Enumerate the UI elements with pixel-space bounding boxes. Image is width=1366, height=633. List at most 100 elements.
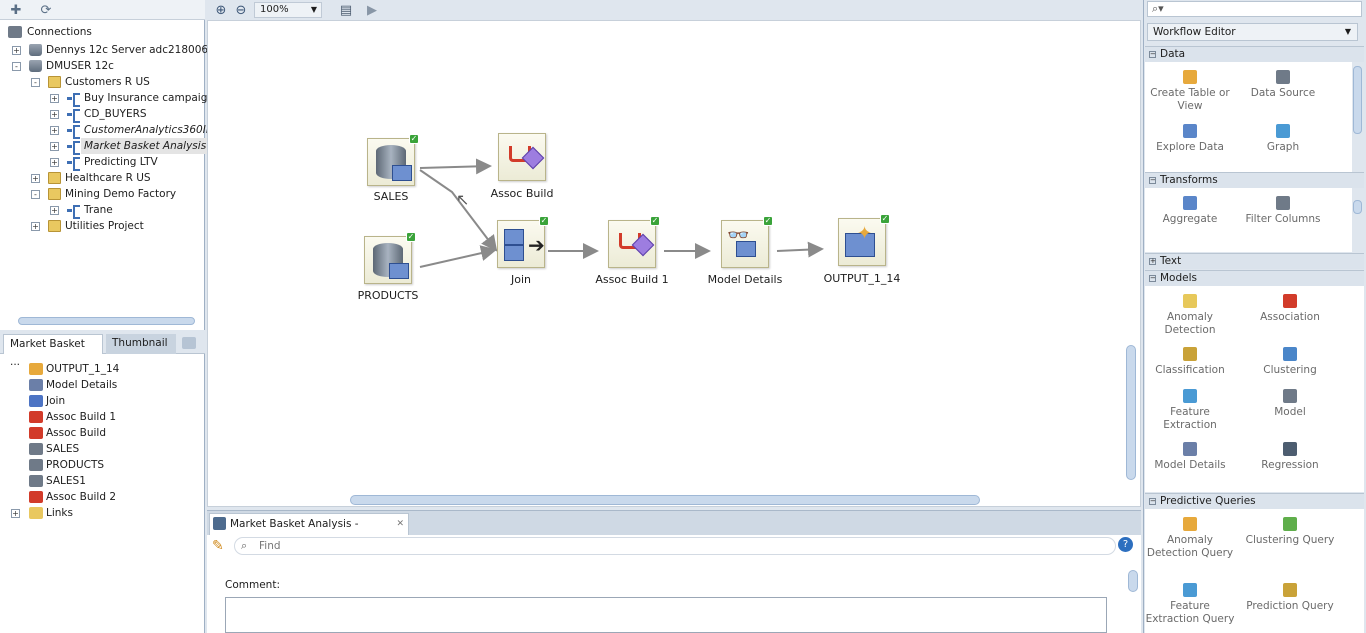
palette-item-clustering-query[interactable]: Clustering Query	[1245, 517, 1335, 547]
node-join[interactable]: ➔ ✓	[497, 216, 549, 268]
outline-item[interactable]: SALES1	[0, 473, 205, 489]
outline-item[interactable]: SALES	[0, 441, 205, 457]
connections-horizontal-scrollbar[interactable]	[18, 317, 195, 325]
palette-item-data-source[interactable]: Data Source	[1238, 70, 1328, 100]
expand-icon[interactable]: +	[50, 110, 59, 119]
connections-tree-item[interactable]: +Healthcare R US	[0, 170, 205, 186]
palette-search-input[interactable]: ⌕▾	[1147, 1, 1362, 17]
connections-tree-item[interactable]: + Predicting LTV	[0, 154, 205, 171]
palette-item-explore-data[interactable]: Explore Data	[1145, 124, 1235, 154]
expand-icon[interactable]: +	[31, 174, 40, 183]
connections-tree-label: Predicting LTV	[84, 156, 158, 168]
connections-tree-item[interactable]: -DMUSER 12c	[0, 58, 205, 74]
properties-scrollbar[interactable]	[1128, 570, 1138, 592]
find-input[interactable]: ⌕ Find	[234, 537, 1116, 555]
mouse-cursor-icon: ↖	[456, 190, 470, 209]
collapse-icon[interactable]: -	[12, 62, 21, 71]
expand-icon[interactable]: +	[50, 94, 59, 103]
connections-tree-item[interactable]: -Mining Demo Factory	[0, 186, 205, 202]
section-transforms[interactable]: −Transforms	[1145, 172, 1364, 188]
add-connection-icon[interactable]: ✚	[10, 2, 22, 18]
link-model-details-output[interactable]	[776, 241, 824, 258]
palette-item-prediction-query[interactable]: Prediction Query	[1245, 583, 1335, 613]
palette-item-feature-extraction[interactable]: Feature Extraction	[1145, 389, 1235, 432]
help-icon[interactable]: ?	[1118, 537, 1133, 552]
tab-properties[interactable]: Market Basket Analysis - Properties ✕	[209, 513, 409, 550]
canvas-horizontal-scrollbar[interactable]	[350, 495, 980, 505]
table-icon	[392, 165, 412, 181]
section-predictive-queries[interactable]: −Predictive Queries	[1145, 493, 1364, 509]
link-sales-assoc-build[interactable]	[419, 158, 492, 175]
close-icon[interactable]: ✕	[396, 519, 404, 529]
workflow-icon	[67, 92, 80, 107]
minimize-icon[interactable]	[182, 337, 196, 349]
section-text[interactable]: +Text	[1145, 253, 1364, 269]
expand-icon[interactable]: +	[50, 158, 59, 167]
palette-item-anomaly-detection[interactable]: Anomaly Detection	[1145, 294, 1235, 337]
expand-icon[interactable]: +	[50, 126, 59, 135]
comment-textarea[interactable]	[225, 597, 1107, 633]
connections-tree-item[interactable]: +Dennys 12c Server adc2180066	[0, 42, 215, 58]
palette-item-regression[interactable]: Regression	[1245, 442, 1335, 472]
connections-tree-item[interactable]: +Trane	[0, 202, 205, 219]
node-assoc-build-1-label: Assoc Build 1	[595, 273, 669, 286]
palette-item-graph[interactable]: Graph	[1238, 124, 1328, 154]
tab-thumbnail[interactable]: Thumbnail	[106, 334, 176, 354]
node-products[interactable]: ✓	[364, 232, 416, 284]
connections-tree-item[interactable]: +Market Basket Analysis	[0, 138, 210, 155]
link-products-join[interactable]	[419, 245, 497, 268]
tab-market-basket[interactable]: Market Basket ...	[3, 334, 103, 368]
palette-item-model[interactable]: Model	[1245, 389, 1335, 419]
node-assoc-build-1[interactable]: ✓	[608, 216, 660, 268]
connections-tree-item[interactable]: +Utilities Project	[0, 218, 205, 234]
outline-item[interactable]: Assoc Build 2	[0, 489, 205, 505]
expand-icon[interactable]: +	[50, 206, 59, 215]
connections-tree-item[interactable]: +CD_BUYERS	[0, 106, 205, 123]
link-sales-join[interactable]	[419, 169, 498, 252]
node-model-details[interactable]: 👓 ✓	[721, 216, 773, 268]
palette-item-association[interactable]: Association	[1245, 294, 1335, 324]
chevron-down-icon: ▼	[310, 5, 317, 14]
node-sales[interactable]: ✓	[367, 134, 419, 186]
palette-item-clustering[interactable]: Clustering	[1245, 347, 1335, 377]
pencil-icon[interactable]: ✎	[212, 538, 224, 554]
palette-item-create-table[interactable]: Create Table or View	[1145, 70, 1235, 113]
data-section-scrollbar[interactable]	[1353, 66, 1362, 134]
connections-tree-item[interactable]: +CustomerAnalytics360Insi	[0, 122, 221, 139]
palette-item-feature-extraction-query[interactable]: Feature Extraction Query	[1145, 583, 1235, 626]
expand-icon[interactable]: +	[50, 142, 59, 151]
zoom-select[interactable]: 100%▼	[254, 2, 322, 18]
canvas-vertical-scrollbar[interactable]	[1126, 345, 1136, 480]
palette-item-filter-columns[interactable]: Filter Columns	[1238, 196, 1328, 226]
transforms-section-scrollbar[interactable]	[1353, 200, 1362, 214]
zoom-out-icon[interactable]: ⊖	[235, 2, 247, 18]
outline-item[interactable]: OUTPUT_1_14	[0, 361, 205, 377]
outline-item[interactable]: Assoc Build	[0, 425, 205, 441]
connections-tree-item[interactable]: +Buy Insurance campaign	[0, 90, 214, 107]
outline-item[interactable]: Assoc Build 1	[0, 409, 205, 425]
section-models[interactable]: −Models	[1145, 270, 1364, 286]
connections-tree-item[interactable]: -Customers R US	[0, 74, 205, 90]
palette-item-model-details[interactable]: Model Details	[1145, 442, 1235, 472]
palette-item-classification[interactable]: Classification	[1145, 347, 1235, 377]
outline-item[interactable]: +Links	[0, 505, 205, 521]
palette-selector[interactable]: Workflow Editor ▼	[1147, 23, 1358, 41]
outline-item[interactable]: Join	[0, 393, 205, 409]
outline-item[interactable]: PRODUCTS	[0, 457, 205, 473]
properties-icon[interactable]: ▤	[339, 2, 353, 18]
palette-item-anomaly-detection-query[interactable]: Anomaly Detection Query	[1145, 517, 1235, 560]
run-icon[interactable]: ▶	[367, 2, 377, 18]
node-output[interactable]: ✦ ✓	[838, 214, 890, 266]
zoom-in-icon[interactable]: ⊕	[215, 2, 227, 18]
refresh-icon[interactable]: ⟳	[40, 2, 52, 18]
section-data[interactable]: −Data	[1145, 46, 1364, 62]
expand-icon[interactable]: +	[31, 222, 40, 231]
workflow-canvas[interactable]	[207, 20, 1141, 507]
node-assoc-build[interactable]	[498, 133, 546, 181]
expand-icon[interactable]: +	[12, 46, 21, 55]
outline-item[interactable]: Model Details	[0, 377, 205, 393]
collapse-icon[interactable]: -	[31, 78, 40, 87]
collapse-icon[interactable]: -	[31, 190, 40, 199]
expand-icon[interactable]: +	[11, 509, 20, 518]
palette-item-aggregate[interactable]: Aggregate	[1145, 196, 1235, 226]
